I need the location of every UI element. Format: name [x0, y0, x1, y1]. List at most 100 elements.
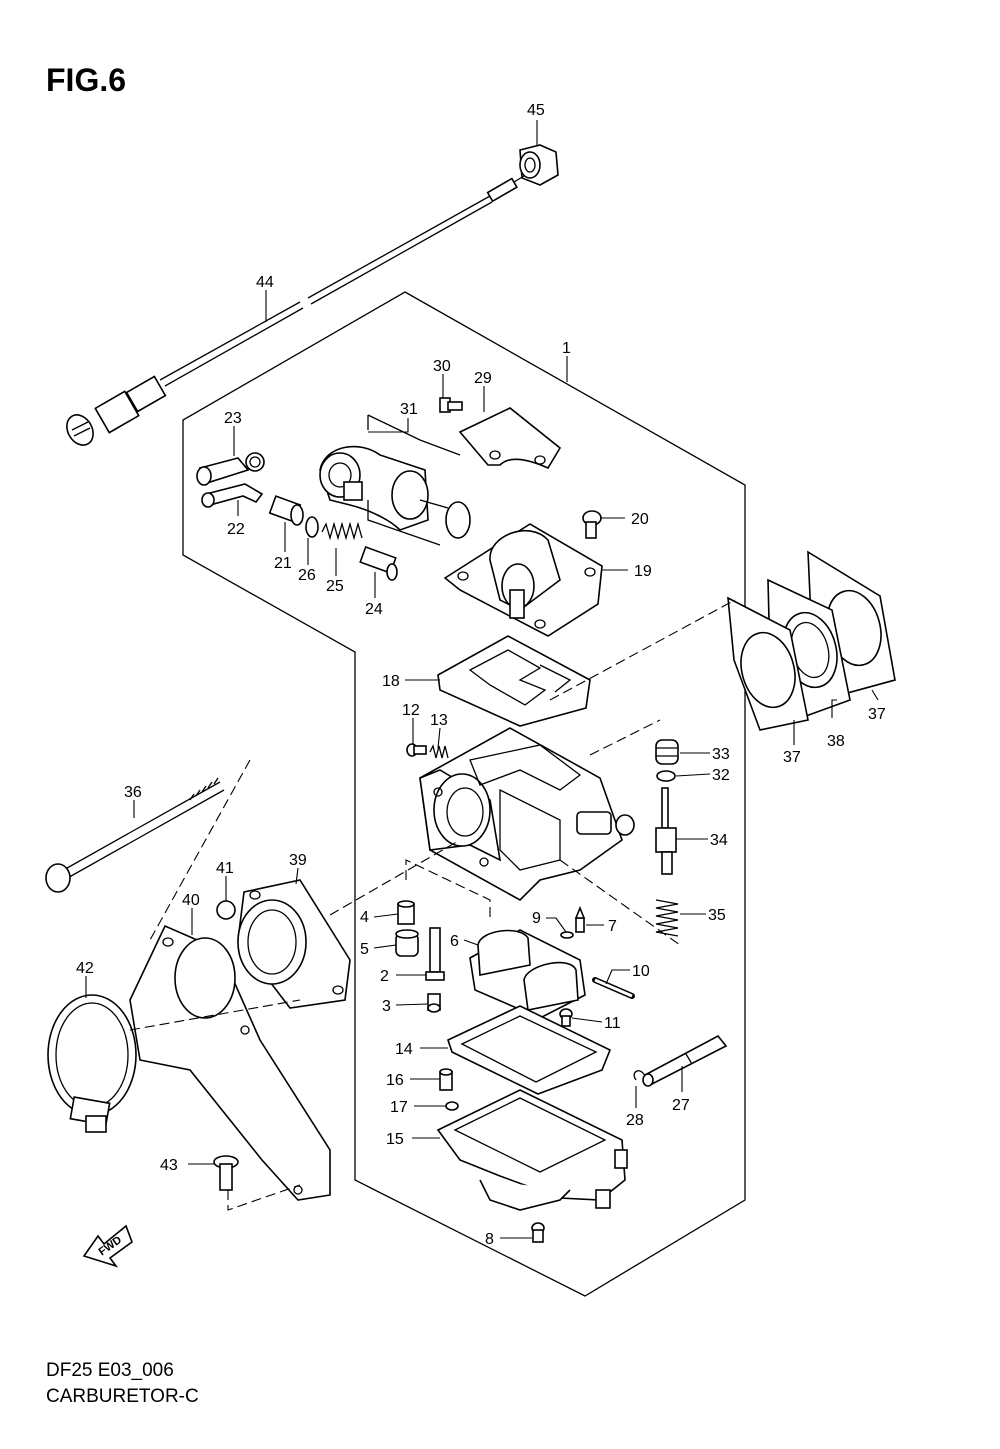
part-9-clip [560, 931, 574, 939]
leader-lines [85, 120, 879, 1239]
callout-13: 13 [430, 712, 448, 729]
callout-42: 42 [76, 960, 94, 977]
part-40-bracket [129, 924, 331, 1201]
callout-7: 7 [608, 918, 617, 935]
callout-2: 2 [380, 968, 389, 985]
part-13-spring [429, 744, 449, 759]
diagram-code: DF25 E03_006 [46, 1360, 174, 1381]
part-11-screw [559, 1008, 573, 1027]
part-34-needle [655, 787, 677, 875]
callout-43: 43 [160, 1157, 178, 1174]
alignment-guides [129, 599, 736, 1211]
part-14-bowl-gasket [447, 1005, 612, 1095]
callout-labels: 45 44 1 30 29 31 23 22 21 26 25 24 20 19… [76, 102, 886, 1248]
callout-30: 30 [433, 358, 451, 375]
part-23-elbow [196, 452, 265, 486]
part-45-nut [519, 144, 559, 186]
callout-16: 16 [386, 1072, 404, 1089]
callout-23: 23 [224, 410, 242, 427]
part-44-throttle-cable [66, 175, 525, 446]
part-26-o-ring [305, 516, 319, 538]
callout-37-rear: 37 [868, 706, 886, 723]
part-7-needle-valve [574, 905, 586, 933]
callout-40: 40 [182, 892, 200, 909]
part-4-jet [397, 900, 415, 925]
fwd-arrow-icon: FWD [82, 1224, 133, 1268]
part-21-fitting [268, 495, 304, 526]
callout-21: 21 [274, 555, 292, 572]
part-43-bolt [213, 1155, 239, 1191]
callout-3: 3 [382, 998, 391, 1015]
callout-31: 31 [400, 401, 418, 418]
callout-26: 26 [298, 567, 316, 584]
part-41-grommet [216, 900, 236, 920]
callout-1: 1 [562, 340, 571, 357]
callout-35: 35 [708, 907, 726, 924]
part-29-clamp [458, 407, 562, 470]
callout-19: 19 [634, 563, 652, 580]
part-20-screw [582, 510, 602, 539]
part-28-clip [633, 1070, 646, 1081]
callout-10: 10 [632, 963, 650, 980]
callout-25: 25 [326, 578, 344, 595]
callout-44: 44 [256, 274, 274, 291]
callout-34: 34 [710, 832, 728, 849]
part-8-screw [531, 1222, 545, 1243]
callout-15: 15 [386, 1131, 404, 1148]
part-24-plunger [359, 545, 398, 581]
callout-27: 27 [672, 1097, 690, 1114]
diagram-name: CARBURETOR-C [46, 1386, 199, 1407]
callout-8: 8 [485, 1231, 494, 1248]
part-16-drain-screw [439, 1068, 453, 1091]
part-2-emulsion-tube [425, 927, 445, 981]
part-22-hose [201, 483, 264, 508]
part-15-float-bowl [436, 1089, 628, 1211]
callout-18: 18 [382, 673, 400, 690]
callout-9: 9 [532, 910, 541, 927]
part-36-long-bolt [45, 777, 225, 893]
part-18-gasket [437, 635, 591, 727]
callout-20: 20 [631, 511, 649, 528]
callout-45: 45 [527, 102, 545, 119]
callout-6: 6 [450, 933, 459, 950]
callout-41: 41 [216, 860, 234, 877]
part-27-pipe [642, 1034, 728, 1087]
callout-5: 5 [360, 941, 369, 958]
part-5-jet [395, 929, 419, 957]
part-37-gasket-front [727, 596, 809, 731]
callout-4: 4 [360, 909, 369, 926]
part-35-spring [655, 899, 679, 937]
part-17-o-ring [445, 1101, 459, 1111]
callout-36: 36 [124, 784, 142, 801]
part-3-main-jet [427, 993, 441, 1013]
callout-24: 24 [365, 601, 383, 618]
callout-11: 11 [604, 1015, 621, 1032]
callout-29: 29 [474, 370, 492, 387]
carburetor-assembly-outline [182, 291, 746, 1297]
part-31-starter-unit [319, 414, 461, 546]
callout-38: 38 [827, 733, 845, 750]
part-19-top-cover [443, 523, 603, 637]
part-31-o-ring [445, 501, 471, 539]
callout-32: 32 [712, 767, 730, 784]
part-6-float [469, 929, 586, 1019]
callout-12: 12 [402, 702, 420, 719]
part-39-adapter [237, 879, 351, 1009]
part-12-screw [406, 743, 427, 757]
callout-39: 39 [289, 852, 307, 869]
part-30-screw [439, 397, 463, 413]
callout-33: 33 [712, 746, 730, 763]
part-32-clip [656, 770, 676, 782]
callout-22: 22 [227, 521, 245, 538]
figure-title: FIG.6 [46, 62, 127, 98]
callout-17: 17 [390, 1099, 408, 1116]
part-33-cap [655, 739, 679, 765]
callout-14: 14 [395, 1041, 413, 1058]
part-42-clamp-band [47, 994, 137, 1133]
callout-28: 28 [626, 1112, 644, 1129]
part-25-spring [321, 521, 363, 541]
callout-37-front: 37 [783, 749, 801, 766]
carburetor-body [419, 727, 635, 901]
